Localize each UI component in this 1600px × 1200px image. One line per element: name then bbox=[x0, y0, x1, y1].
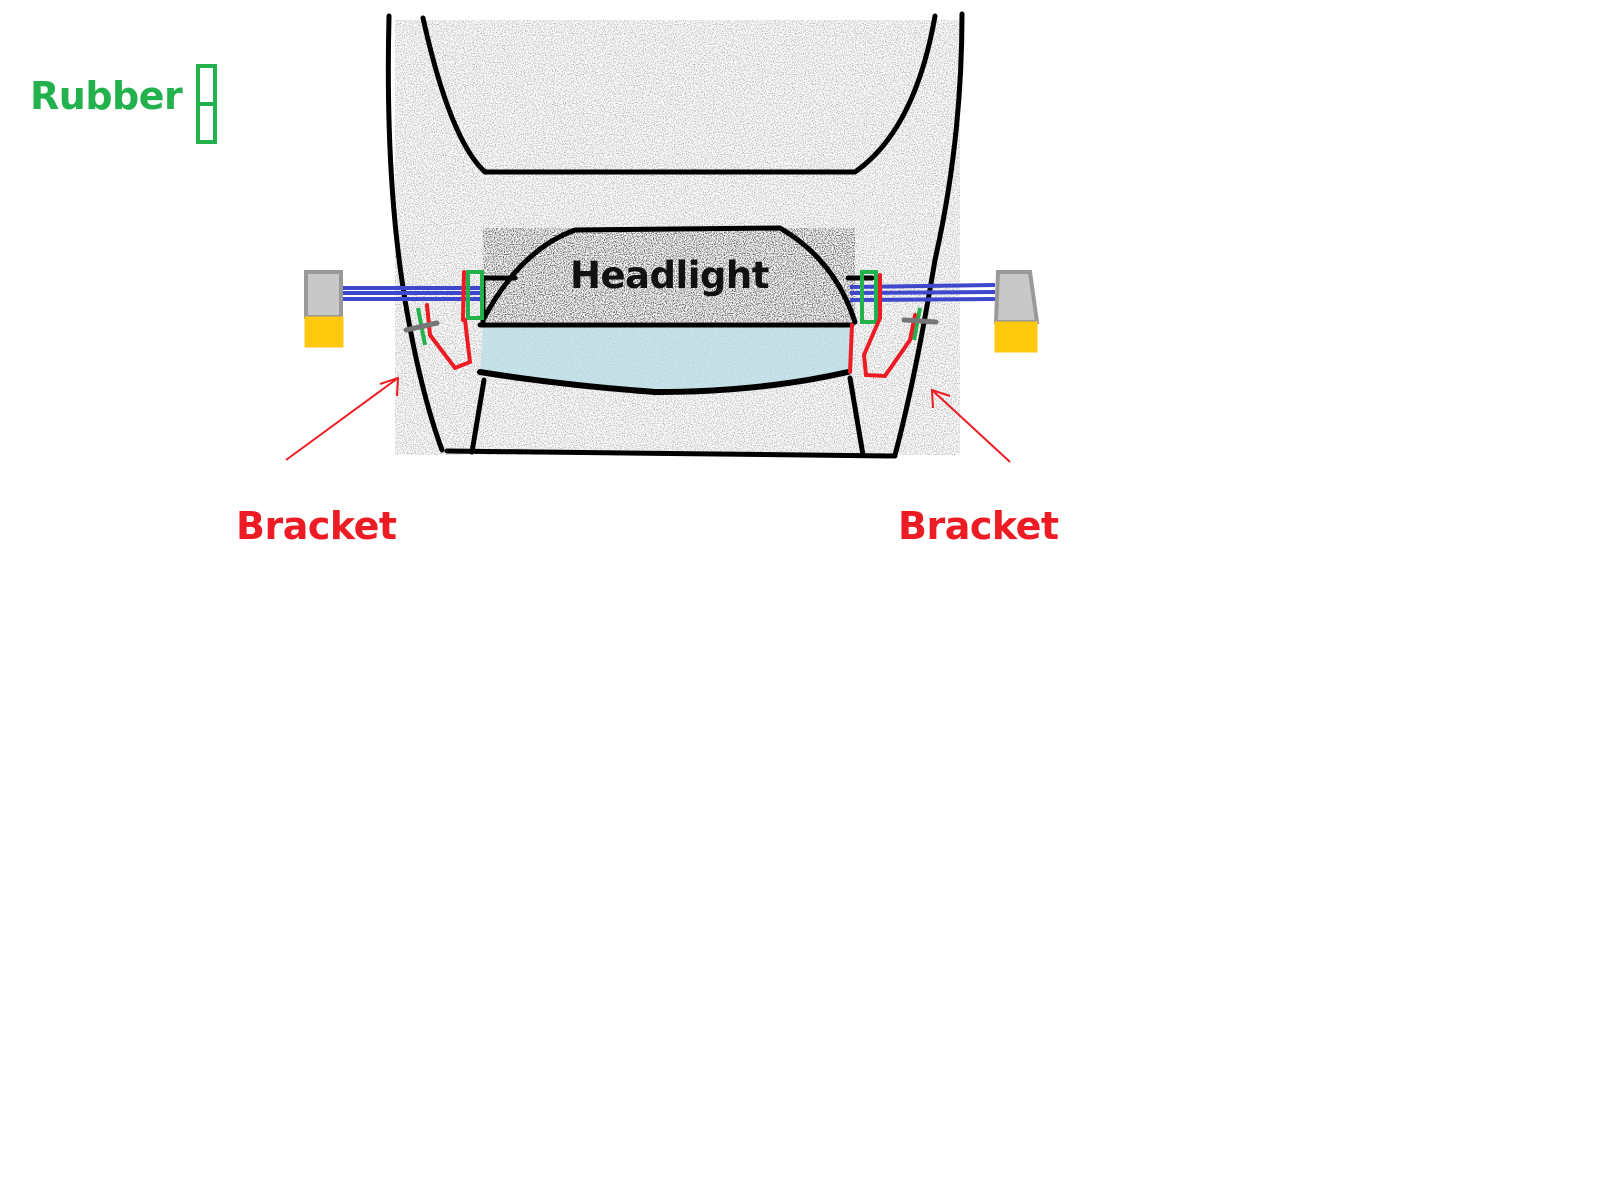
brackets bbox=[425, 270, 917, 379]
headlight-label: Headlight bbox=[570, 254, 769, 297]
fairing-outline bbox=[385, 11, 965, 459]
headlight-dome bbox=[483, 228, 855, 322]
headlight-lens bbox=[480, 325, 852, 392]
bracket-label-right: Bracket bbox=[898, 504, 1059, 548]
bolts bbox=[403, 317, 939, 333]
left-indicator bbox=[304, 270, 344, 348]
bracket-label-left: Bracket bbox=[236, 504, 397, 548]
bracket-arrows bbox=[285, 376, 1011, 463]
rubber-grommets bbox=[196, 64, 922, 346]
right-indicator bbox=[993, 270, 1040, 353]
rubber-label: Rubber bbox=[30, 74, 183, 118]
